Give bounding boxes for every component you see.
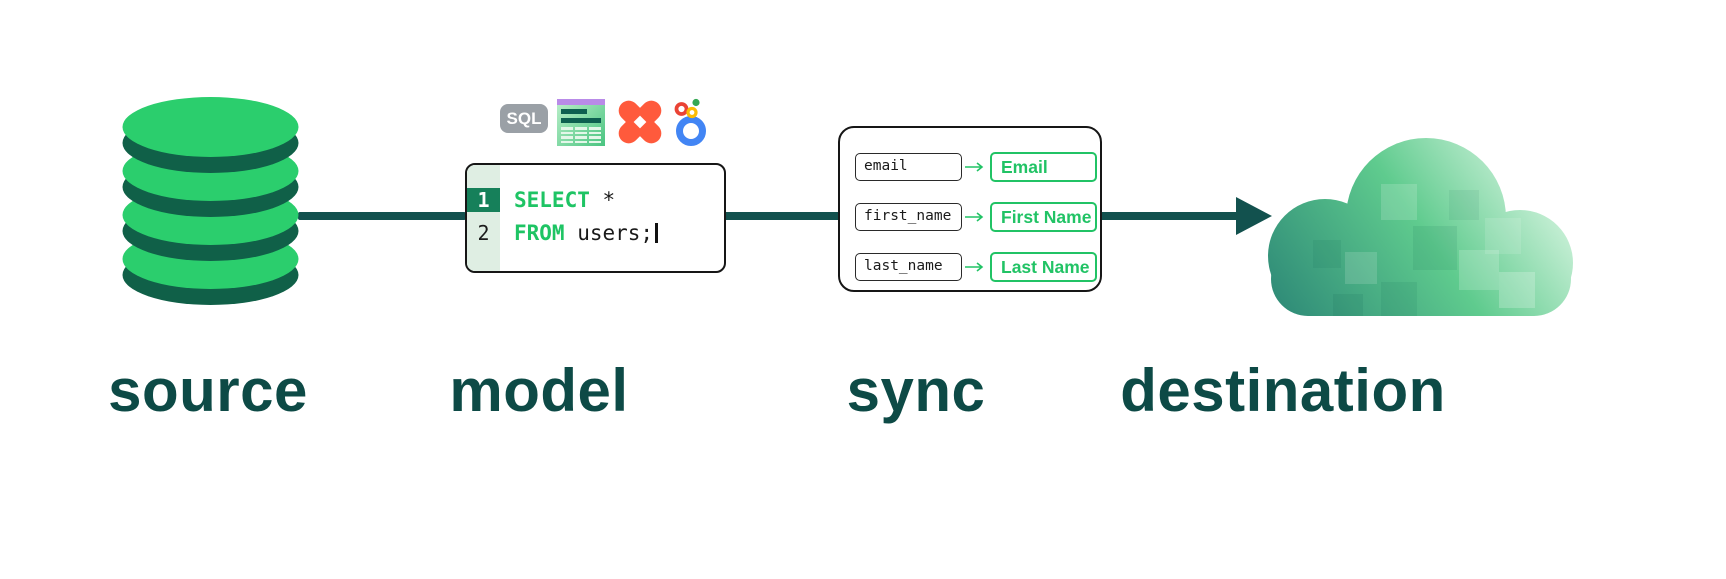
sql-keyword: FROM <box>514 221 565 245</box>
mapping-arrow-icon <box>965 262 984 272</box>
sql-keyword: SELECT <box>514 188 590 212</box>
sql-badge-label: SQL <box>506 108 542 128</box>
mapping-row: first_name First Name <box>855 202 1097 232</box>
mapping-arrow-icon <box>965 212 984 222</box>
sql-code-text: users; <box>564 221 654 245</box>
mapping-row: email Email <box>855 152 1097 182</box>
source-field: last_name <box>855 253 962 281</box>
mapping-arrow-icon <box>965 162 984 172</box>
text-cursor <box>655 223 658 243</box>
destination-field: Last Name <box>990 252 1097 282</box>
stage-label-destination: destination <box>1120 357 1446 424</box>
sql-code-card: 1 2 SELECT * FROM users; <box>465 163 726 273</box>
source-field: email <box>855 153 962 181</box>
destination-field: First Name <box>990 202 1097 232</box>
destination-field: Email <box>990 152 1097 182</box>
stage-label-source: source <box>108 357 308 424</box>
sheet-grid <box>561 127 601 143</box>
spreadsheet-icon <box>557 99 605 146</box>
looker-icon <box>674 97 708 151</box>
source-field: first_name <box>855 203 962 231</box>
field-mapping-card: email Email first_name First Name last_n… <box>838 126 1102 292</box>
stage-label-model: model <box>449 357 629 424</box>
sql-code-text: * <box>589 188 616 212</box>
mapping-row: last_name Last Name <box>855 252 1097 282</box>
sql-badge: SQL <box>500 104 548 133</box>
connector-line-model-sync <box>724 212 840 220</box>
code-line: FROM users; <box>514 221 658 245</box>
cloud-icon <box>1263 134 1578 322</box>
line-number: 2 <box>477 221 490 245</box>
sheet-header-bar <box>557 99 605 105</box>
line-number: 1 <box>467 188 500 212</box>
dbt-icon <box>613 98 667 151</box>
stage-label-sync: sync <box>846 357 986 424</box>
arrowhead-icon <box>1236 197 1272 235</box>
code-line: SELECT * <box>514 188 615 212</box>
database-icon <box>118 94 303 311</box>
sheet-title-bar <box>561 109 587 114</box>
database-cylinder-svg <box>122 97 299 305</box>
sheet-subtitle-bar <box>561 118 601 123</box>
connector-line-sync-destination <box>1100 212 1240 220</box>
line-number-gutter <box>467 165 500 271</box>
connector-line-source-model <box>298 212 466 220</box>
